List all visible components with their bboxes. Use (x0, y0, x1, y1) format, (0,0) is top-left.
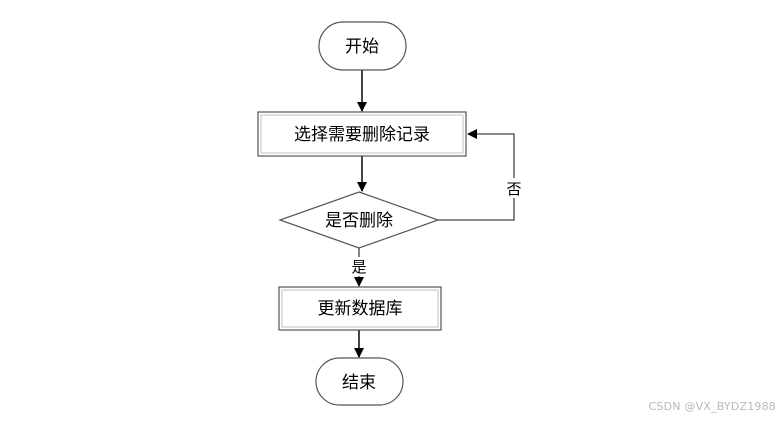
start-node: 开始 (318, 21, 407, 71)
update-database-node: 更新数据库 (278, 286, 442, 331)
start-label: 开始 (345, 37, 379, 57)
yes-label: 是 (351, 258, 366, 276)
select-record-node: 选择需要删除记录 (257, 111, 467, 157)
end-node: 结束 (315, 357, 404, 406)
yes-label-bg (349, 257, 369, 276)
no-label: 否 (506, 180, 521, 198)
arrow-no-branch (438, 129, 515, 221)
decision-label: 是否删除 (325, 211, 393, 231)
select-record-label: 选择需要删除记录 (294, 125, 430, 145)
decision-node: 是否删除 (278, 191, 440, 249)
end-label: 结束 (342, 373, 376, 393)
update-database-label: 更新数据库 (318, 299, 403, 319)
no-label-bg (505, 178, 523, 198)
watermark-text: CSDN @VX_BYDZ1988 (648, 400, 776, 413)
